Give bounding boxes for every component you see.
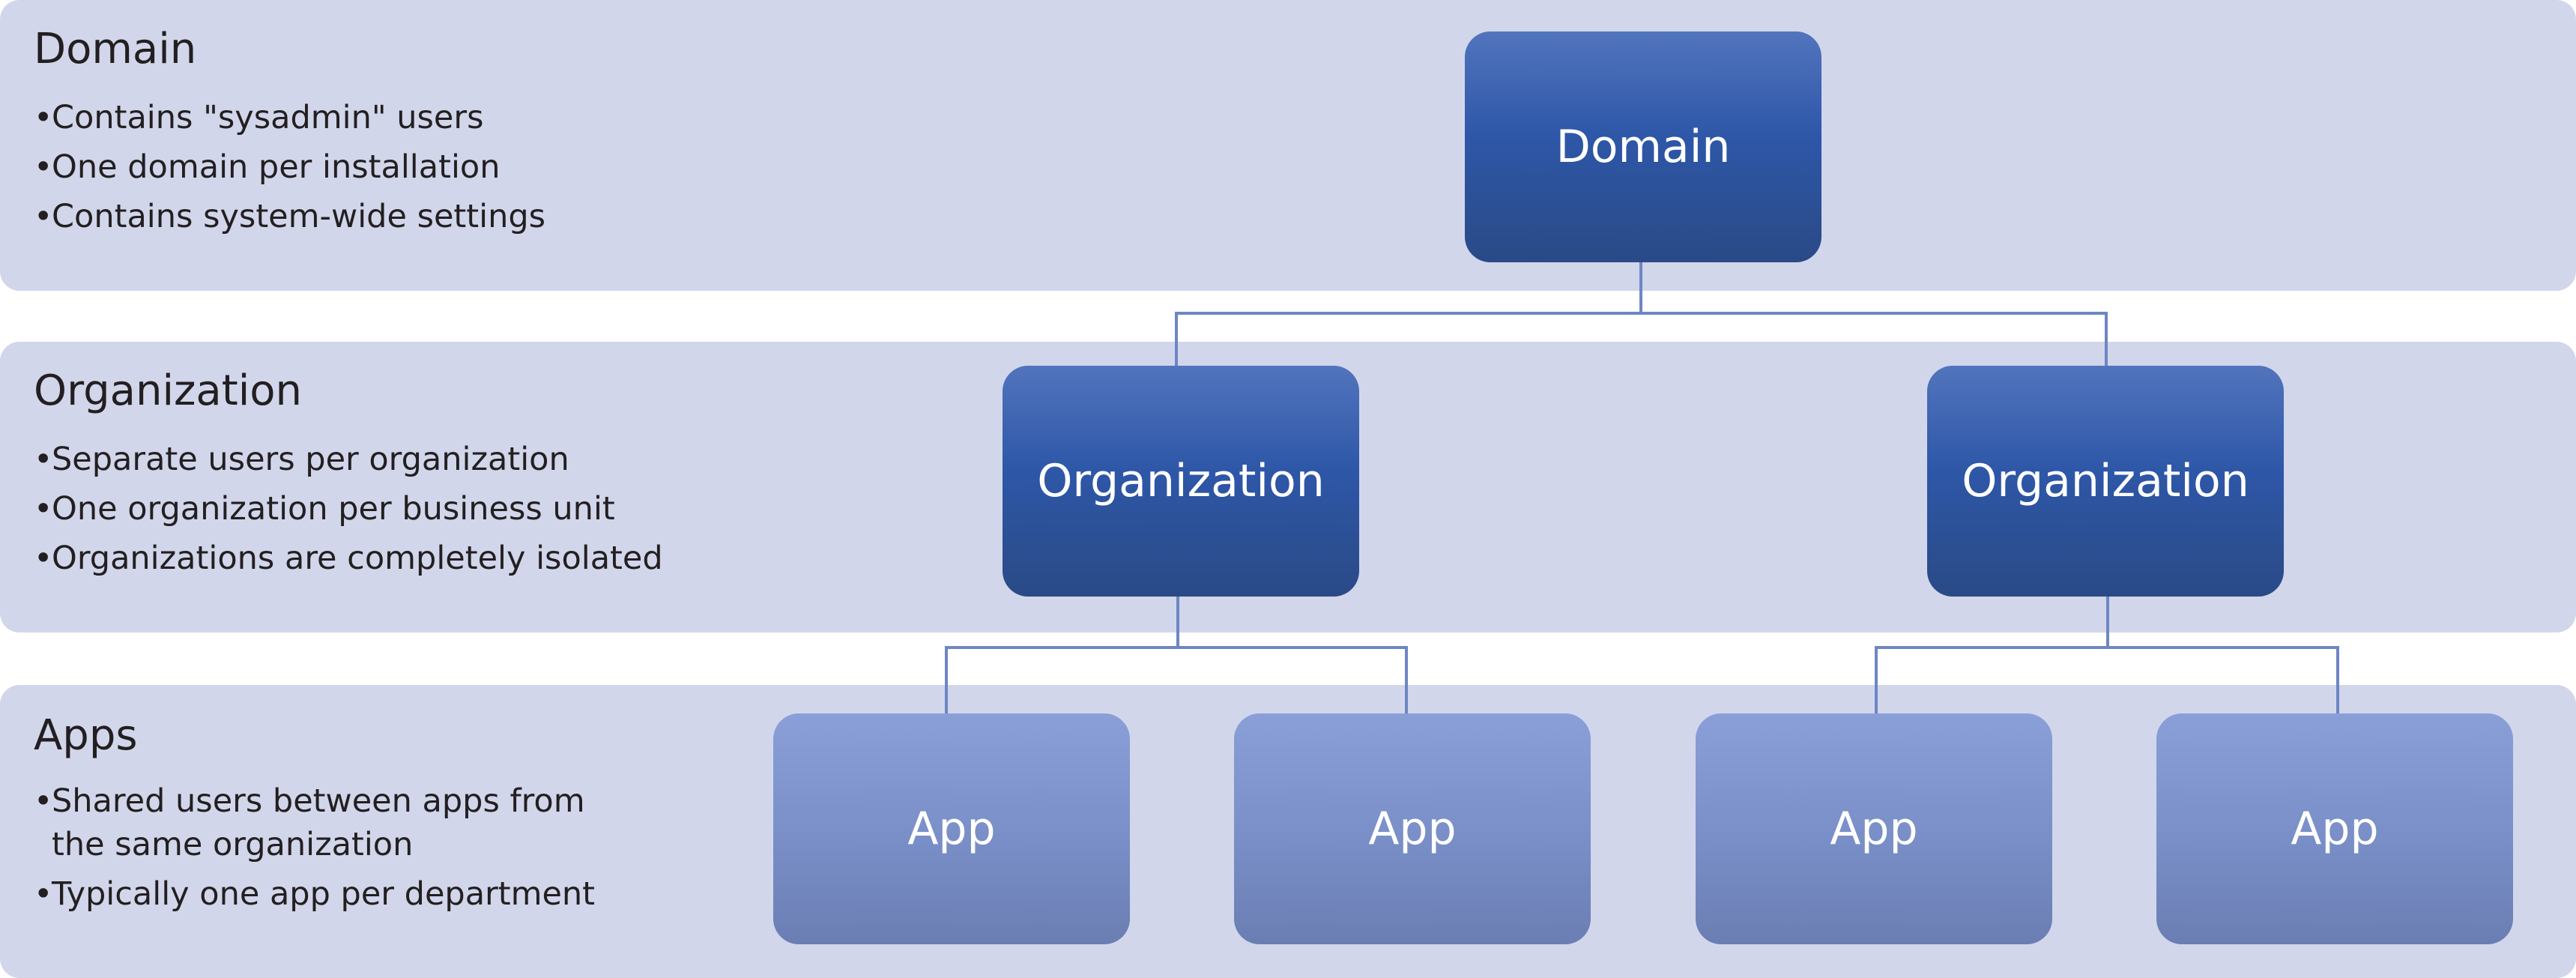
domain-band: Domain Contains "sysadmin" users One dom… (0, 0, 2576, 291)
domain-description: Domain Contains "sysadmin" users One dom… (34, 25, 545, 242)
domain-bullet-list: Contains "sysadmin" users One domain per… (34, 93, 545, 241)
apps-bullet-list: Shared users between apps from the same … (34, 779, 595, 916)
domain-band-title: Domain (34, 25, 197, 73)
app-node: App (2156, 713, 2513, 944)
domain-bullet: One domain per installation (34, 142, 545, 192)
organization-bullet: One organization per business unit (34, 484, 663, 534)
organization-bullet: Organizations are completely isolated (34, 534, 663, 583)
organization-node: Organization (1927, 366, 2284, 597)
apps-bullet: Typically one app per department (34, 872, 595, 916)
domain-bullet: Contains "sysadmin" users (34, 93, 545, 142)
organization-description: Organization Separate users per organiza… (34, 366, 663, 584)
app-node: App (1696, 713, 2052, 944)
apps-band-title: Apps (34, 711, 138, 760)
apps-bullet: Shared users between apps from the same … (34, 779, 595, 866)
app-node: App (1234, 713, 1591, 944)
organization-band-title: Organization (34, 366, 303, 415)
organization-node: Organization (1003, 366, 1359, 597)
organization-bullet: Separate users per organization (34, 435, 663, 484)
app-node: App (773, 713, 1130, 944)
domain-node: Domain (1465, 31, 1821, 262)
apps-description: Apps Shared users between apps from the … (34, 711, 595, 917)
domain-bullet: Contains system-wide settings (34, 192, 545, 241)
organization-bullet-list: Separate users per organization One orga… (34, 435, 663, 583)
